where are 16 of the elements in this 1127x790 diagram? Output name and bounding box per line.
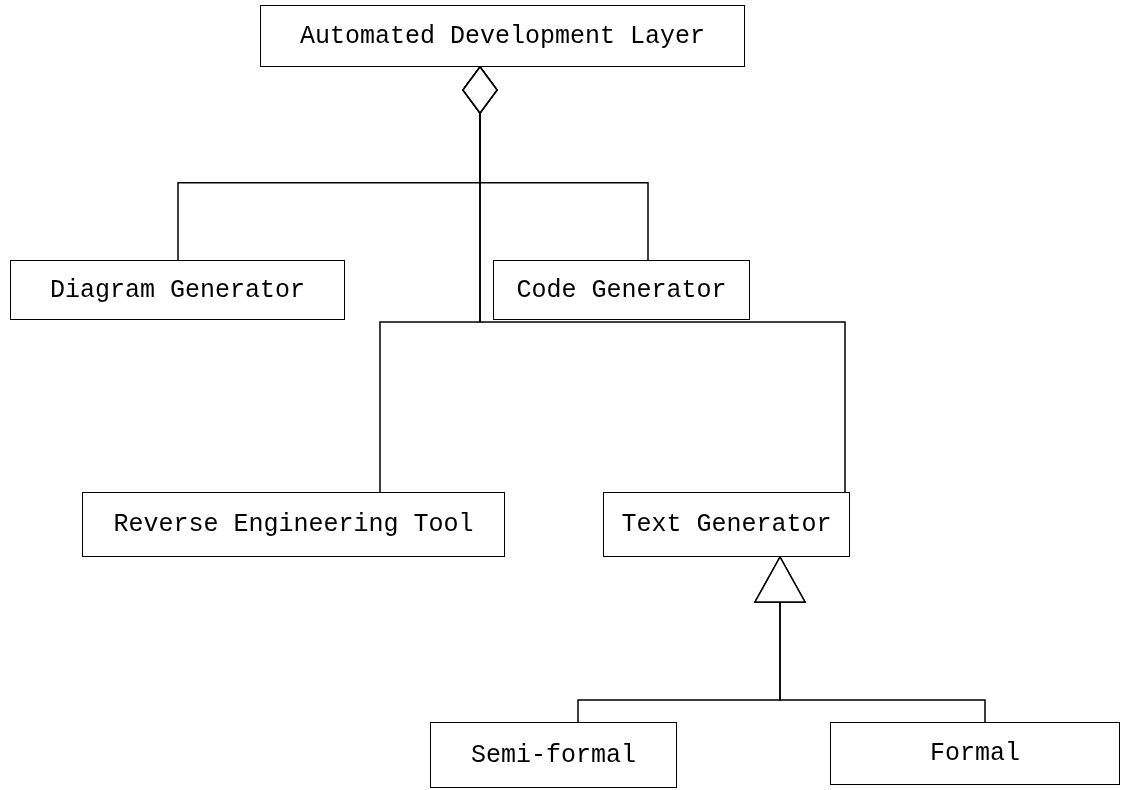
class-box bbox=[260, 5, 745, 67]
class-box bbox=[10, 260, 345, 320]
class-box bbox=[830, 722, 1120, 785]
class-box bbox=[603, 492, 850, 557]
class-name: Code Generator bbox=[516, 275, 727, 305]
class-name: Semi-formal bbox=[471, 740, 636, 770]
class-name: Formal bbox=[930, 739, 1020, 768]
class-box bbox=[430, 722, 677, 788]
class-box bbox=[82, 492, 505, 557]
aggregation-connector bbox=[462, 66, 846, 493]
inheritance-connector bbox=[754, 556, 986, 723]
class-box bbox=[493, 260, 750, 320]
class-name: Text Generator bbox=[621, 510, 832, 539]
class-name: Diagram Generator bbox=[49, 275, 305, 305]
class-name: Automated Development Layer bbox=[299, 21, 706, 51]
class-name: Reverse Engineering Tool bbox=[113, 510, 474, 539]
